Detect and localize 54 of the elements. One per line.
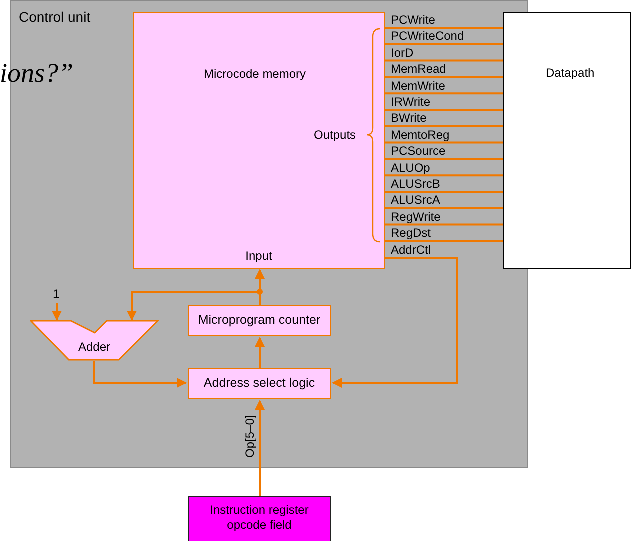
signal-line: [385, 240, 503, 242]
signal-label: PCWrite: [391, 13, 436, 28]
outputs-label: Outputs: [314, 128, 356, 142]
background-text-fragment: ions?”: [0, 58, 74, 89]
signal-label: AddrCtl: [391, 243, 432, 258]
block-label: Instruction register opcode field: [209, 503, 310, 533]
constant-label: 1: [53, 287, 60, 302]
signal-line: [385, 125, 503, 128]
counter-box: [188, 305, 331, 336]
arrow: [255, 337, 265, 368]
signal-line: [385, 76, 503, 78]
signal-line: [385, 60, 503, 62]
signal-line: [385, 158, 503, 160]
signal-label: MemWrite: [391, 78, 446, 94]
logic-box: [188, 368, 331, 399]
signal-label: ALUSrcB: [391, 177, 440, 192]
signal-line: [385, 207, 503, 210]
signal-label: MemRead: [391, 62, 446, 78]
signal-label: PCSource: [391, 144, 446, 160]
block-title: Microcode memory: [204, 67, 306, 82]
signal-label: ALUOp: [391, 160, 430, 176]
arrow: [332, 257, 458, 388]
datapath-block: [503, 12, 631, 269]
signal-label: RegWrite: [391, 210, 441, 225]
signal-label: IRWrite: [391, 95, 431, 110]
signal-label: MemtoReg: [391, 128, 450, 143]
arrow: [127, 291, 260, 321]
signal-label: PCWriteCond: [391, 29, 464, 44]
signal-line: [385, 191, 503, 193]
signal-line: [385, 142, 503, 144]
arrow: [93, 361, 187, 388]
panel-title: Control unit: [19, 9, 91, 26]
input-label: Input: [244, 249, 274, 264]
signal-line: [385, 43, 503, 46]
block-label: Address select logic: [202, 376, 316, 391]
signal-label: RegDst: [391, 226, 432, 242]
arrow: [52, 303, 62, 321]
arrow: [255, 269, 265, 305]
memory-block: [133, 12, 385, 269]
arrow: [255, 400, 265, 496]
signal-label: ALUSrcA: [391, 193, 440, 208]
signal-line: [385, 174, 503, 177]
signal-label: IorD: [391, 46, 414, 61]
adder-trapezoid: [30, 320, 159, 361]
signal-line: [385, 224, 503, 226]
block-title: Datapath: [546, 66, 595, 80]
signal-line: [385, 92, 503, 95]
register-box: [188, 496, 331, 541]
block-label: Microprogram counter: [197, 313, 322, 328]
edge-label: Op[5–0]: [243, 415, 257, 458]
adder-label: Adder: [77, 340, 112, 355]
signal-label: BWrite: [391, 111, 427, 126]
signal-line: [385, 27, 503, 29]
signal-line: [385, 109, 503, 111]
